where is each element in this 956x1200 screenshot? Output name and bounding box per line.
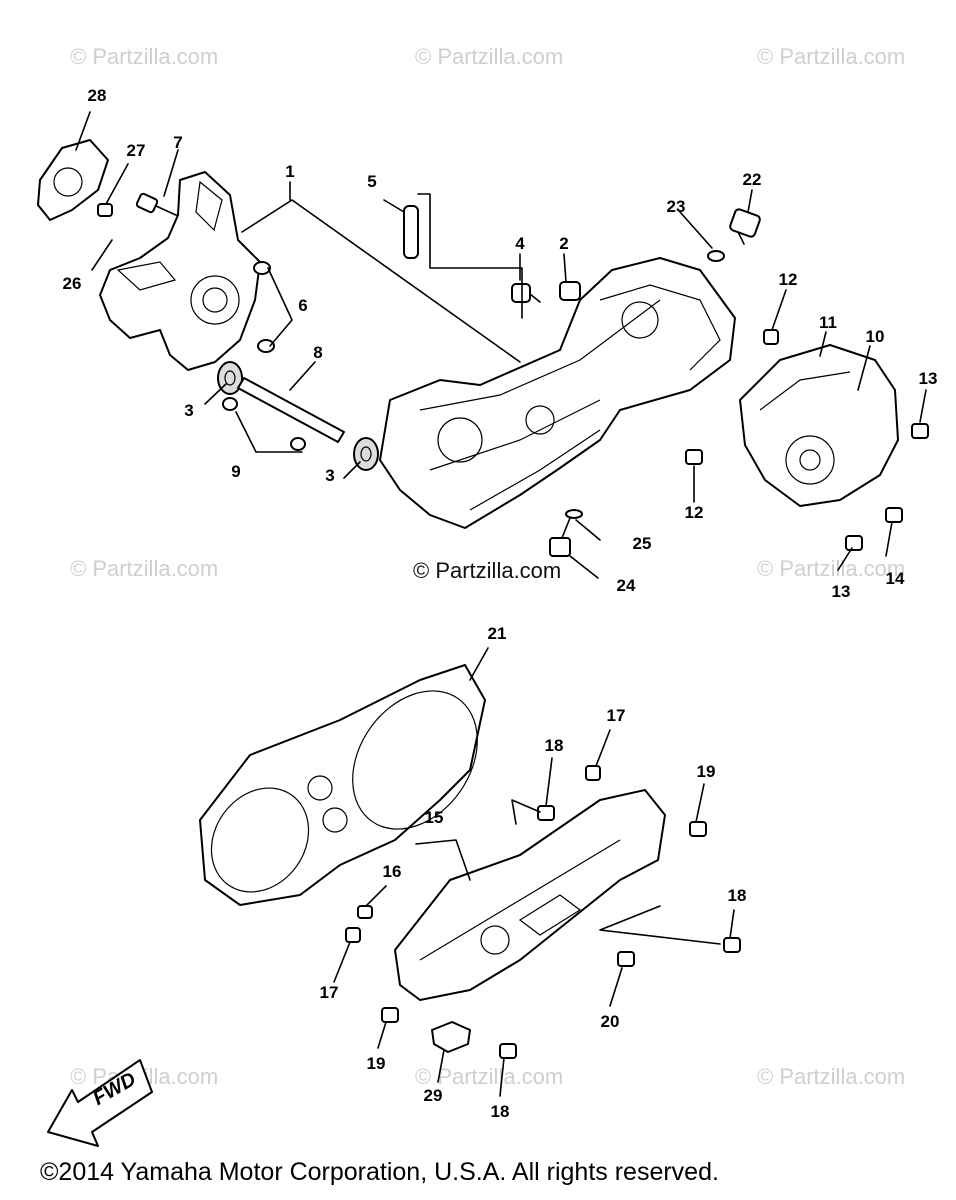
plate-28 xyxy=(37,139,109,221)
part-number: 27 xyxy=(126,141,146,160)
part-number: 13 xyxy=(831,582,851,601)
part-number: 1 xyxy=(285,162,295,181)
watermark: © Partzilla.com xyxy=(415,44,564,69)
part-number: 11 xyxy=(819,313,837,332)
part-number: 18 xyxy=(490,1102,510,1121)
part-number: 18 xyxy=(544,736,564,755)
plug-22 xyxy=(729,208,761,245)
bolt-27 xyxy=(97,203,113,217)
bolt-14 xyxy=(885,507,903,523)
dowel-6 xyxy=(253,261,275,353)
part-number: 22 xyxy=(742,170,762,189)
part-number: 16 xyxy=(382,862,402,881)
part-number: 29 xyxy=(423,1086,443,1105)
crankcase-cover xyxy=(394,789,666,1001)
part-number: 5 xyxy=(367,172,377,191)
part-number: 23 xyxy=(666,197,686,216)
part-number: 7 xyxy=(173,133,183,152)
pin-5 xyxy=(403,205,419,259)
part-number: 24 xyxy=(616,576,636,595)
leader-lines xyxy=(75,111,927,1097)
part-number: 17 xyxy=(319,983,339,1002)
dowel-17 xyxy=(345,765,601,943)
dowel-12 xyxy=(685,329,779,465)
part-number: 15 xyxy=(424,808,444,827)
part-number: 26 xyxy=(62,274,82,293)
part-number: 4 xyxy=(515,234,525,253)
center-watermark: © Partzilla.com xyxy=(413,558,562,583)
bolt-20 xyxy=(617,951,635,967)
part-number: 12 xyxy=(684,503,704,522)
collar-2 xyxy=(559,281,581,301)
right-cover xyxy=(739,344,899,507)
bolt-7 xyxy=(135,192,179,217)
watermark: © Partzilla.com xyxy=(757,1064,906,1089)
watermark: © Partzilla.com xyxy=(757,556,906,581)
part-number: 13 xyxy=(918,369,938,388)
washer-25 xyxy=(565,509,583,519)
part-number: 20 xyxy=(600,1012,620,1031)
oring-23 xyxy=(707,250,725,262)
left-crankcase xyxy=(99,171,261,371)
bolt-18 xyxy=(499,805,741,1059)
part-number: 2 xyxy=(559,234,569,253)
bracket-29 xyxy=(431,1021,471,1053)
part-number: 14 xyxy=(885,569,905,588)
part-number: 9 xyxy=(231,462,241,481)
main-crankcase xyxy=(379,257,736,529)
part-number: 17 xyxy=(606,706,626,725)
part-number: 19 xyxy=(366,1054,386,1073)
dowel-16 xyxy=(357,905,373,919)
part-number: 3 xyxy=(184,401,194,420)
part-number: 12 xyxy=(778,270,798,289)
part-number: 19 xyxy=(696,762,716,781)
watermark: © Partzilla.com xyxy=(70,556,219,581)
bolt-24 xyxy=(549,517,571,557)
part-number: 6 xyxy=(298,296,308,315)
part-number: 21 xyxy=(487,624,507,643)
fitting-4 xyxy=(511,283,541,303)
part-number: 18 xyxy=(727,886,747,905)
bolt-19 xyxy=(381,821,707,1023)
copyright-text: ©2014 Yamaha Motor Corporation, U.S.A. A… xyxy=(40,1158,719,1186)
part-number: 28 xyxy=(87,86,107,105)
dowel-9 xyxy=(222,397,306,451)
bolt-13 xyxy=(845,423,929,551)
shaft-8 xyxy=(237,377,345,443)
part-number: 10 xyxy=(865,327,885,346)
part-number: 25 xyxy=(632,534,652,553)
fwd-arrow xyxy=(47,1059,153,1147)
part-number: 8 xyxy=(313,343,323,362)
watermark: © Partzilla.com xyxy=(70,44,219,69)
gasket-21 xyxy=(199,664,486,906)
part-number: 3 xyxy=(325,466,335,485)
watermark: © Partzilla.com xyxy=(757,44,906,69)
